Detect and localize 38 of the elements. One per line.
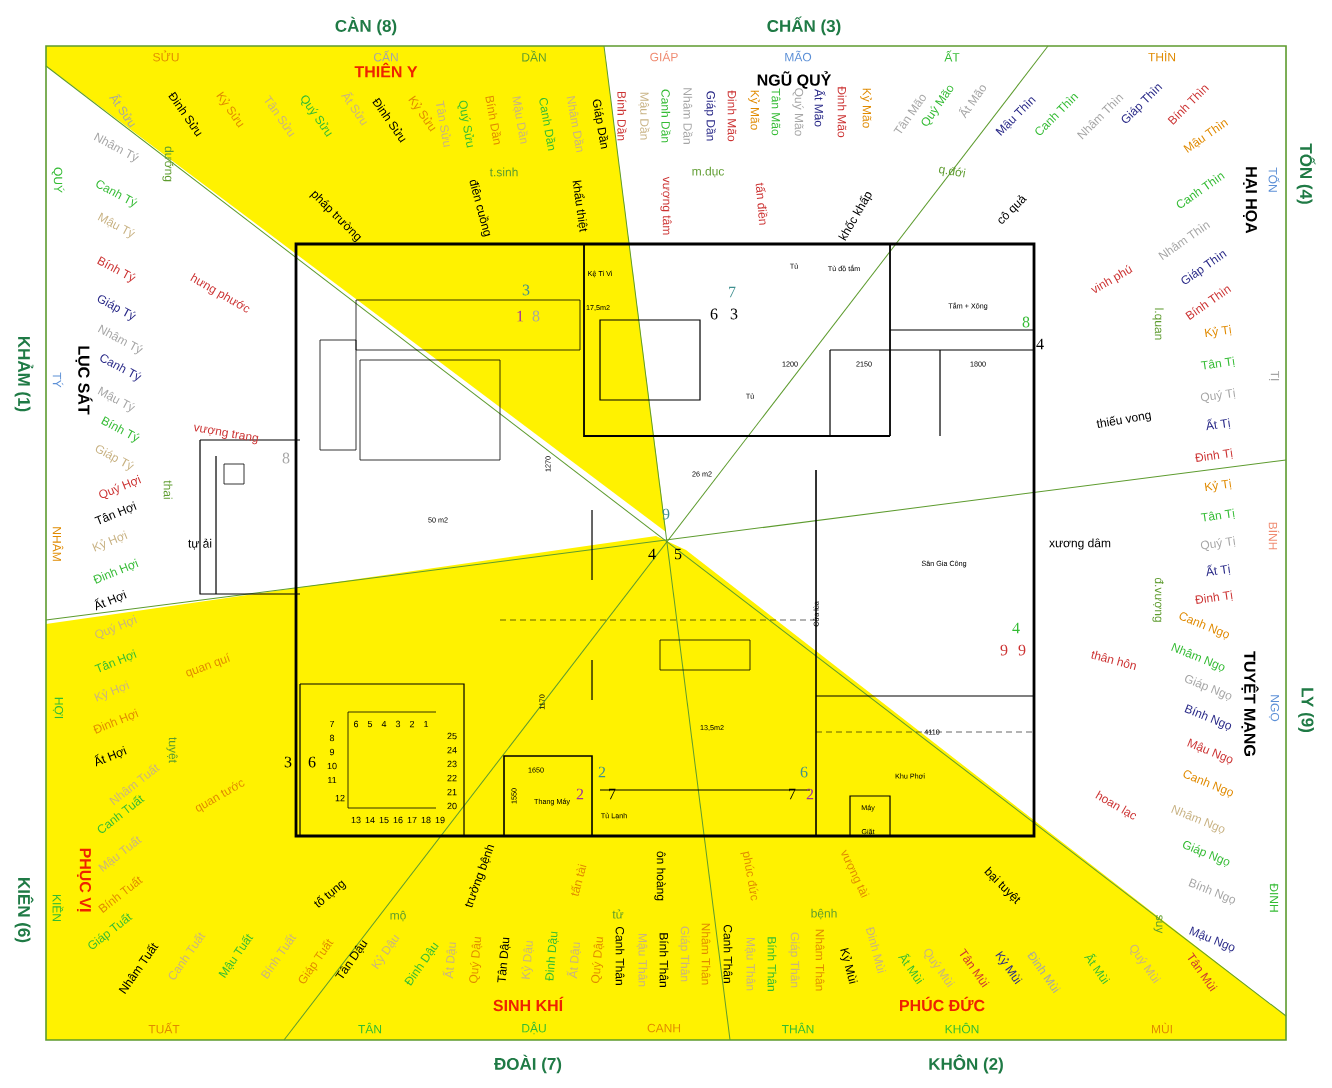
star-label: PHÚC ĐỨC xyxy=(900,996,985,1012)
flying-star-number: 4 xyxy=(1012,622,1020,634)
flying-star-number: 4 xyxy=(1036,338,1044,350)
flying-star-number: 7 xyxy=(729,286,736,298)
star-label: TUYỆT MẠNG xyxy=(1241,651,1259,756)
flying-star-number: 7 xyxy=(789,788,796,800)
flying-star-number: 6 xyxy=(800,766,808,778)
star-label: THIÊN Y xyxy=(354,62,418,78)
direction-label: TỐN (4) xyxy=(1296,143,1316,204)
star-label: SINH KHÍ xyxy=(493,996,564,1012)
flying-star-number: 6 xyxy=(710,308,718,320)
flying-star-number: 8 xyxy=(532,310,540,322)
flying-star-number: 2 xyxy=(806,788,814,800)
direction-label: CHẤN (3) xyxy=(767,16,841,36)
flying-star-number: 8 xyxy=(282,452,290,464)
flying-star-number: 9 xyxy=(1000,644,1008,656)
direction-label: KIÊN (6) xyxy=(14,878,34,943)
flying-star-number: 3 xyxy=(730,308,738,320)
flying-star-number: 4 xyxy=(648,548,656,560)
flying-star-number: 8 xyxy=(1022,316,1030,328)
star-label: PHỤC VỊ xyxy=(77,848,91,912)
flying-star-number: 5 xyxy=(674,548,682,560)
flying-star-number: 3 xyxy=(522,284,530,296)
flying-star-number: 3 xyxy=(284,756,292,768)
flying-star-number: 6 xyxy=(308,756,316,768)
direction-label: CÀN (8) xyxy=(335,16,397,36)
flying-star-number: 2 xyxy=(598,766,606,778)
direction-label: KHÔN (2) xyxy=(929,1054,1003,1074)
direction-label: KHẢM (1) xyxy=(14,336,34,412)
star-label: HẠI HỌA xyxy=(1243,167,1258,234)
flying-star-number: 1 xyxy=(517,310,524,322)
direction-label: ĐOÀI (7) xyxy=(494,1054,562,1074)
star-label: NGŨ QUỶ xyxy=(757,71,832,89)
direction-label: LY (9) xyxy=(1298,688,1314,732)
flying-star-number: 9 xyxy=(1018,644,1026,656)
star-label: LỤC SÁT xyxy=(75,346,93,415)
flying-star-number: 2 xyxy=(576,788,584,800)
flying-star-number: 7 xyxy=(609,788,616,800)
